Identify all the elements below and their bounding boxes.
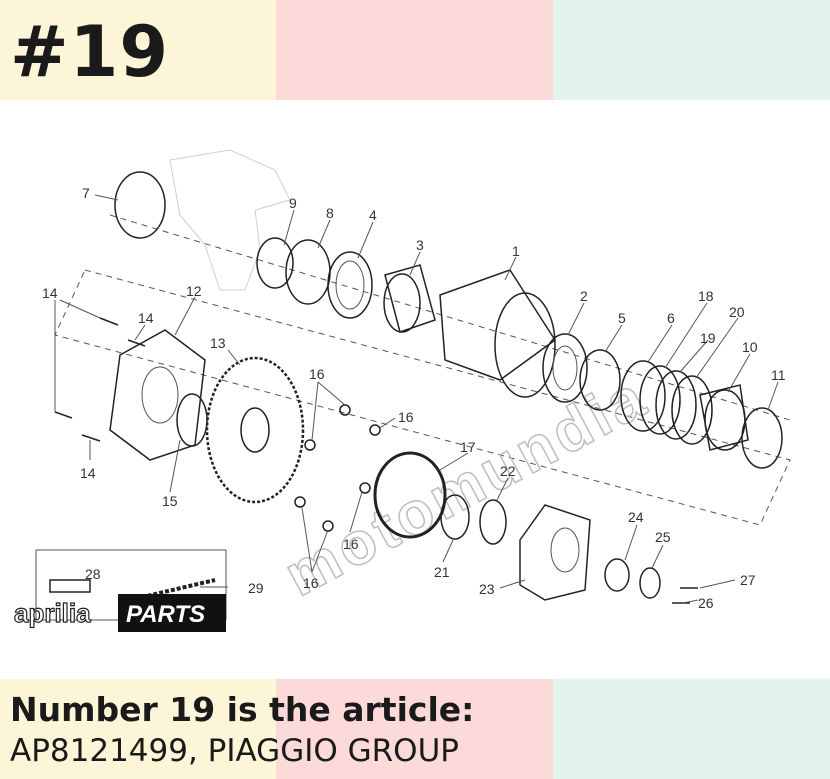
part-22-oring: [479, 499, 507, 545]
header-band: [0, 0, 830, 100]
label-3: 3: [416, 237, 424, 253]
part-16-nut-a: [339, 404, 351, 416]
part-11-oring: [741, 407, 783, 469]
part-21-bushing: [440, 494, 470, 540]
header-band-yellow: [0, 0, 276, 100]
label-18: 18: [698, 288, 714, 304]
label-14-b: 14: [138, 310, 154, 326]
part-14-bolt-a: [99, 317, 119, 326]
axis-line: [109, 214, 791, 421]
part-4-seal-inner: [335, 260, 365, 310]
label-10: 10: [742, 339, 758, 355]
part-number-title: #19: [10, 11, 170, 93]
exploded-parts-diagram: motomundia: [13, 149, 791, 632]
label-11: 11: [771, 367, 786, 383]
part-16-nut-e: [294, 496, 306, 508]
part-19: [655, 370, 697, 440]
part-14-bolt-c: [54, 411, 73, 419]
part-4-seal: [327, 251, 373, 319]
caption-heading: Number 19 is the article:: [10, 690, 475, 729]
label-28: 28: [85, 566, 101, 582]
label-6: 6: [667, 310, 675, 326]
label-29: 29: [248, 580, 264, 596]
label-23: 23: [479, 581, 495, 597]
label-24: 24: [628, 509, 644, 525]
part-7-circlip: [114, 171, 166, 239]
label-7: 7: [82, 185, 90, 201]
label-17: 17: [460, 439, 476, 455]
label-25: 25: [655, 529, 671, 545]
label-13: 13: [210, 335, 226, 351]
part-3-bushing-end: [383, 273, 421, 333]
parts-badge: [118, 594, 226, 632]
label-21: 21: [434, 564, 450, 580]
part-24-ring: [604, 558, 630, 592]
label-20: 20: [729, 304, 745, 320]
label-14-c: 14: [80, 465, 96, 481]
assembly-frame: [54, 269, 791, 526]
part-3-bushing: [384, 264, 436, 333]
label-4: 4: [369, 207, 377, 223]
part-16-nut-d: [359, 482, 371, 494]
label-2: 2: [580, 288, 588, 304]
part-12-flange: [109, 329, 206, 461]
label-9: 9: [289, 195, 297, 211]
part-6: [620, 360, 666, 432]
label-12: 12: [186, 283, 202, 299]
aprilia-wordmark: aprilia: [14, 598, 91, 628]
part-13-sprocket-hole: [240, 407, 270, 453]
part-16-nut-b: [369, 424, 381, 436]
caption-band-mint: [553, 679, 830, 779]
caption-band: [0, 679, 830, 779]
label-16-d: 16: [303, 575, 319, 591]
part-9-oring: [256, 237, 294, 289]
label-16-b: 16: [398, 409, 414, 425]
header-band-pink: [276, 0, 553, 100]
label-27: 27: [740, 572, 756, 588]
watermark: motomundia: [274, 362, 659, 609]
caption-band-pink: [276, 679, 553, 779]
part-10-sleeve: [699, 384, 749, 451]
label-5: 5: [618, 310, 626, 326]
part-23-carrier-spline: [550, 527, 580, 573]
part-16-nut-c: [304, 439, 316, 451]
part-18: [639, 365, 681, 435]
caption-article: AP8121499, PIAGGIO GROUP: [10, 733, 459, 769]
part-20: [671, 375, 713, 445]
label-26: 26: [698, 595, 714, 611]
part-10-sleeve-end: [704, 389, 746, 451]
part-14-bolt-d: [81, 434, 101, 442]
label-16-c: 16: [343, 536, 359, 552]
part-23-carrier: [519, 504, 591, 601]
label-22: 22: [500, 463, 516, 479]
part-1-hub-ring: [494, 292, 556, 398]
label-8: 8: [326, 205, 334, 221]
label-16-a: 16: [309, 366, 325, 382]
caption-band-yellow: [0, 679, 276, 779]
label-15: 15: [162, 493, 178, 509]
label-19: 19: [700, 330, 716, 346]
part-25-washer: [639, 567, 661, 599]
part-2-bearing-inner: [552, 345, 578, 391]
part-14-bolt-b: [127, 339, 146, 347]
part-labels: 7 9 8 4 3 1 2 5 6 18 19 20 10 11 12 13 1…: [42, 185, 786, 611]
part-28-link: [49, 579, 91, 593]
label-1: 1: [512, 243, 520, 259]
part-5-ring: [579, 349, 621, 411]
part-2-bearing: [542, 333, 588, 403]
swingarm-outline: [169, 149, 291, 291]
leader-lines: [54, 194, 779, 604]
part-12-flange-hub: [141, 366, 179, 424]
parts-wordmark: PARTS: [126, 601, 205, 628]
part-17-cush-drive: [373, 451, 447, 539]
header-band-mint: [553, 0, 830, 100]
aprilia-parts-logo: aprilia PARTS: [13, 594, 226, 632]
label-14-a: 14: [42, 285, 58, 301]
part-1-hub: [439, 269, 557, 381]
part-13-sprocket: [205, 356, 305, 504]
part-15-oring: [176, 393, 208, 447]
